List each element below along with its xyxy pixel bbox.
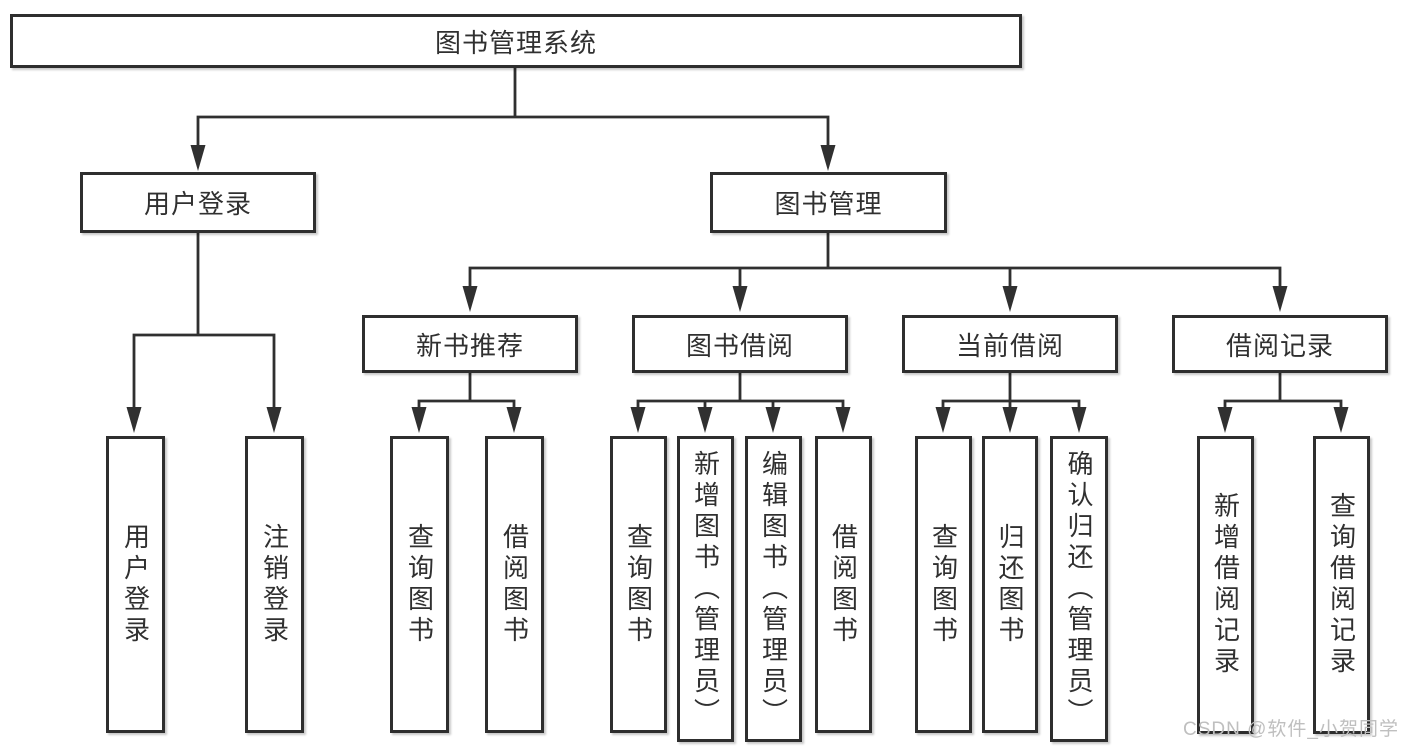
arrow-down-icon (820, 145, 836, 171)
node-label: 查询图书 (404, 522, 435, 647)
node-label: 用户登录 (143, 189, 252, 219)
node-book-borrowing: 图书借阅 (632, 315, 848, 373)
csdn-watermark: CSDN @软件_小贺同学 (1183, 719, 1399, 740)
arrow-down-icon (935, 407, 951, 433)
connector-borrow-records-children (1217, 371, 1349, 433)
arrow-down-icon (697, 407, 713, 433)
node-user-login: 用户登录 (80, 172, 316, 233)
node-label: 新增图书（管理员） (690, 449, 721, 729)
node-label: 用户登录 (120, 522, 151, 647)
node-cb-return-books: 归还图书 (982, 436, 1038, 733)
arrow-down-icon (1333, 407, 1349, 433)
node-label: 查询图书 (623, 522, 654, 647)
node-label: 图书管理系统 (434, 27, 597, 58)
node-borrow-records: 借阅记录 (1172, 315, 1388, 373)
node-label: 查询图书 (928, 522, 959, 647)
node-nb-borrow-books: 借阅图书 (485, 436, 544, 733)
node-label: 图书管理 (774, 189, 883, 219)
arrow-down-icon (506, 407, 522, 433)
arrow-down-icon (1217, 407, 1233, 433)
node-label: 新增借阅记录 (1210, 492, 1241, 678)
arrow-down-icon (835, 407, 851, 433)
connector-new-book-children (411, 371, 522, 433)
node-label: 当前借阅 (955, 330, 1064, 361)
node-label: 图书借阅 (685, 330, 794, 361)
node-label: 借阅图书 (499, 522, 530, 647)
node-label: 确认归还（管理员） (1064, 449, 1094, 729)
node-user-login-leaf: 用户登录 (106, 436, 165, 733)
node-bb-query-books: 查询图书 (610, 436, 667, 733)
node-new-book-recommend: 新书推荐 (362, 315, 578, 373)
node-cb-query-books: 查询图书 (915, 436, 972, 733)
arrow-down-icon (266, 407, 282, 433)
connector-root-to-level2 (190, 66, 836, 171)
node-book-management: 图书管理 (710, 172, 947, 233)
node-label: 归还图书 (995, 522, 1025, 647)
node-br-query-record: 查询借阅记录 (1313, 436, 1370, 734)
arrow-down-icon (190, 145, 206, 171)
connector-book-borrow-children (630, 371, 851, 433)
node-bb-add-books-admin: 新增图书（管理员） (677, 436, 734, 742)
node-bb-edit-books-admin: 编辑图书（管理员） (745, 436, 802, 742)
node-label: 注销登录 (259, 522, 290, 647)
arrow-down-icon (1071, 407, 1087, 433)
node-br-add-record: 新增借阅记录 (1197, 436, 1254, 734)
arrow-down-icon (1002, 286, 1018, 312)
node-cb-confirm-return-admin: 确认归还（管理员） (1050, 436, 1108, 742)
connector-book-mgmt-to-level3 (462, 231, 1288, 312)
arrow-down-icon (1272, 286, 1288, 312)
node-label: 查询借阅记录 (1326, 492, 1357, 678)
arrow-down-icon (630, 407, 646, 433)
arrow-down-icon (126, 407, 142, 433)
node-nb-query-books: 查询图书 (390, 436, 449, 733)
node-current-borrowing: 当前借阅 (902, 315, 1118, 373)
node-logout-leaf: 注销登录 (245, 436, 304, 733)
arrow-down-icon (411, 407, 427, 433)
node-label: 编辑图书（管理员） (758, 449, 789, 729)
node-bb-borrow-books: 借阅图书 (815, 436, 872, 733)
node-label: 新书推荐 (415, 330, 524, 361)
arrow-down-icon (1002, 407, 1018, 433)
node-label: 借阅记录 (1225, 330, 1334, 361)
arrow-down-icon (732, 286, 748, 312)
arrow-down-icon (462, 286, 478, 312)
node-label: 借阅图书 (828, 522, 859, 647)
node-library-system: 图书管理系统 (10, 14, 1022, 68)
connector-user-login-children (126, 231, 282, 433)
arrow-down-icon (765, 407, 781, 433)
connector-current-borrow-children (935, 371, 1087, 433)
